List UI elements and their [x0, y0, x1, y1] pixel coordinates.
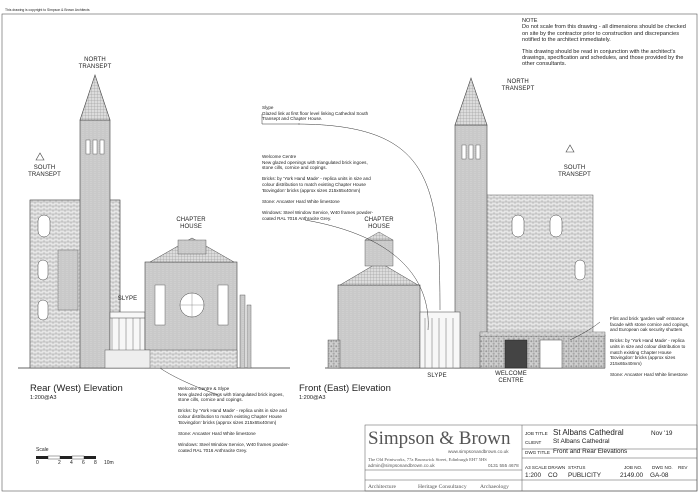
label-welcome-centre: WELCOME CENTRE — [495, 371, 527, 384]
scale-tick: 10m — [104, 460, 114, 466]
field-value-job-no: 2149.00 — [620, 472, 644, 479]
label-south-transept-right: SOUTH TRANSEPT — [558, 165, 591, 178]
note-paragraph-1: Do not scale from this drawing - all dim… — [522, 24, 686, 44]
note-block: NOTE Do not scale from this drawing - al… — [522, 18, 690, 68]
right-elevation-title: Front (East) Elevation — [299, 383, 391, 394]
field-value-dwg-no: GA-08 — [650, 472, 669, 479]
label-slype-left: SLYPE — [117, 296, 138, 302]
job-title-value: St Albans Cathedral — [553, 428, 624, 437]
label-north-transept-left: NORTH TRANSEPT — [78, 57, 112, 70]
scale-bar-graphic — [36, 455, 96, 460]
annotation-welcome-slype: Welcome Centre & Slype New glazed openin… — [178, 386, 290, 453]
firm-name: Simpson & Brown — [368, 428, 511, 449]
firm-web: www.simpsonandbrown.co.uk — [448, 449, 509, 454]
title-block-frame — [364, 424, 698, 492]
date-value: Nov '19 — [651, 430, 673, 437]
scale-tick: 0 — [36, 460, 39, 466]
field-label-status: STATUS — [568, 465, 586, 470]
right-elevation-scale: 1:200@A3 — [299, 395, 326, 401]
field-label-rev: REV — [678, 465, 688, 470]
scale-tick: 6 — [82, 460, 85, 466]
field-value-status: PUBLICITY — [568, 472, 602, 479]
copyright-text: This drawing is copyright to Simpson & B… — [5, 8, 90, 12]
client-label: CLIENT — [525, 440, 542, 445]
firm-phone: 0131 555 4678 — [488, 463, 519, 468]
dwg-title-label: DWG TITLE — [525, 450, 550, 455]
field-label-drawn: DRAWN — [548, 465, 566, 470]
scale-label: Scale — [36, 447, 49, 453]
rear-west-elevation — [18, 74, 290, 369]
front-east-elevation — [325, 77, 606, 369]
left-elevation-scale: 1:200@A3 — [30, 395, 57, 401]
label-chapter-house-left: CHAPTER HOUSE — [176, 217, 206, 230]
annotation-slype: Slype Glazed link at first floor level l… — [262, 105, 369, 122]
scale-tick: 2 — [58, 460, 61, 466]
field-value-drawn: CO — [548, 472, 558, 479]
service-heritage: Heritage Consultancy — [418, 484, 467, 490]
label-north-transept-right: NORTH TRANSEPT — [501, 79, 535, 92]
left-elevation-title: Rear (West) Elevation — [30, 383, 123, 394]
label-south-transept-left: SOUTH TRANSEPT — [28, 165, 61, 178]
service-archaeology: Archaeology — [480, 484, 509, 490]
annotation-garden-wall: Flint and brick 'garden wall' entrance f… — [610, 316, 690, 377]
field-label-dwg-no: DWG NO. — [652, 465, 673, 470]
annotation-welcome-centre: Welcome Centre New glazed openings with … — [262, 154, 374, 221]
field-label-job-no: JOB NO. — [624, 465, 643, 470]
dwg-title-value: Front and Rear Elevations — [553, 448, 628, 455]
field-label-scale: A3 SCALE — [525, 465, 547, 470]
firm-email: admin@simpsonandbrown.co.uk — [368, 463, 435, 468]
leader-lines — [159, 114, 601, 396]
label-slype-right: SLYPE — [427, 373, 447, 379]
label-chapter-house-right: CHAPTER HOUSE — [364, 217, 394, 230]
note-paragraph-2: This drawing should be read in conjuncti… — [522, 48, 684, 68]
job-title-label: JOB TITLE — [525, 431, 548, 436]
client-value: St Albans Cathedral — [553, 438, 610, 445]
firm-address: The Old Printworks, 77a Brunswick Street… — [368, 457, 487, 462]
scale-tick: 8 — [94, 460, 97, 466]
scale-tick: 4 — [70, 460, 73, 466]
note-heading: NOTE — [522, 18, 538, 24]
service-architecture: Architecture — [368, 484, 396, 490]
field-value-scale: 1:200 — [525, 472, 541, 479]
